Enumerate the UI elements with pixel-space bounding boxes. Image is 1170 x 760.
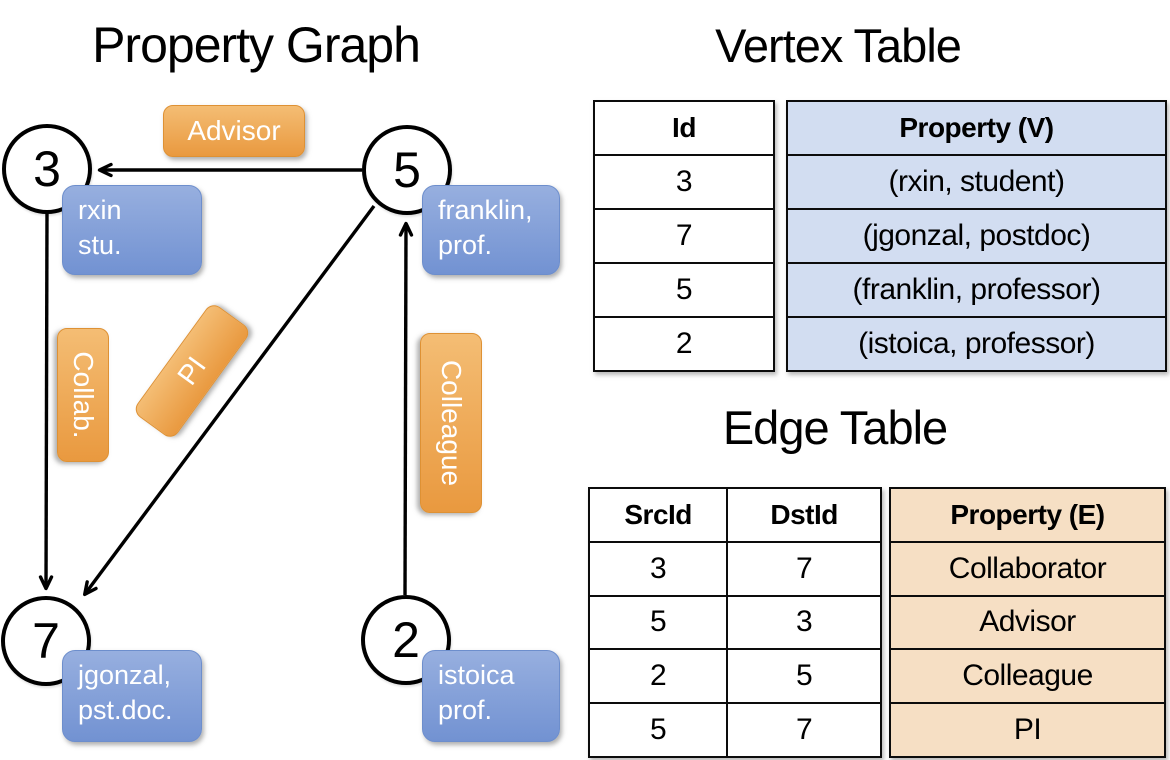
vertex-property-box-3: rxin stu. — [62, 185, 202, 275]
vertex-table-title: Vertex Table — [715, 19, 962, 72]
property-graph-title: Property Graph — [92, 17, 421, 73]
vertex-table-property-column: Property (V) (rxin, student) (jgonzal, p… — [786, 100, 1167, 372]
edge-table-property-column: Property (E) Collaborator Advisor Collea… — [889, 487, 1166, 758]
edge-line-colleague-2-to-5 — [398, 221, 414, 596]
edge-table-header-property: Property (E) — [950, 498, 1105, 530]
vertex-property-box-7: jgonzal, pst.doc. — [62, 650, 202, 742]
graph-edges-canvas — [38, 162, 414, 597]
vertex-property-line: prof. — [438, 230, 493, 260]
vertex-id: 7 — [32, 613, 60, 669]
table-row: 3 7 — [590, 540, 880, 595]
table-cell: 7 — [726, 704, 880, 756]
table-cell: (jgonzal, postdoc) — [788, 208, 1165, 262]
table-cell: Collaborator — [891, 540, 1164, 595]
vertex-property-line: jgonzal, — [78, 660, 172, 690]
table-row: 5 7 — [590, 702, 880, 756]
edge-label-collab: Collab. — [57, 328, 109, 462]
vertex-node-2: 2 — [361, 595, 451, 685]
vertex-property-box-2: istoica prof. — [422, 650, 560, 742]
edge-label-colleague: Colleague — [420, 333, 482, 513]
table-cell: (franklin, professor) — [788, 262, 1165, 316]
table-cell: 2 — [595, 316, 773, 370]
edge-line-pi-5-to-7 — [83, 204, 376, 597]
vertex-property-line: stu. — [78, 230, 122, 260]
vertex-id: 2 — [392, 612, 420, 668]
vertex-property-line: istoica — [438, 660, 515, 690]
edge-table-title: Edge Table — [722, 401, 948, 454]
table-row: 2 5 — [590, 648, 880, 703]
table-cell: 5 — [595, 262, 773, 316]
edge-line-collab-3-to-7 — [38, 210, 54, 591]
edge-table-src-dst-columns: SrcId DstId 3 7 5 3 2 5 5 7 — [588, 487, 882, 758]
vertex-property-box-5: franklin, prof. — [422, 185, 560, 275]
table-cell: 3 — [650, 551, 667, 585]
table-cell: 3 — [726, 596, 880, 649]
vertex-id: 3 — [33, 141, 61, 197]
table-row: 5 3 — [590, 594, 880, 649]
table-cell: Advisor — [891, 594, 1164, 649]
vertex-table-header-property: Property (V) — [899, 112, 1054, 143]
table-cell: PI — [891, 702, 1164, 756]
table-cell: 5 — [650, 605, 667, 639]
edge-table-header-srcid: SrcId — [624, 498, 692, 530]
vertex-node-5: 5 — [362, 125, 452, 215]
table-cell: Colleague — [891, 648, 1164, 702]
edge-table-header-dstid: DstId — [726, 489, 880, 541]
edge-label-advisor: Advisor — [163, 105, 305, 157]
table-cell: 5 — [650, 713, 667, 747]
table-cell: (rxin, student) — [788, 154, 1165, 208]
vertex-table-header-id: Id — [672, 112, 696, 143]
vertex-property-line: pst.doc. — [78, 695, 173, 725]
vertex-property-line: rxin — [78, 195, 122, 225]
table-cell: 7 — [726, 542, 880, 595]
table-cell: (istoica, professor) — [788, 316, 1165, 370]
table-row: SrcId DstId — [590, 489, 880, 541]
vertex-id: 5 — [393, 142, 421, 198]
vertex-table-id-column: Id 3 7 5 2 — [593, 100, 775, 372]
vertex-property-line: franklin, — [438, 195, 533, 225]
table-cell: 2 — [650, 659, 667, 693]
table-cell: 7 — [595, 208, 773, 262]
table-cell: 3 — [595, 154, 773, 208]
table-cell: 5 — [726, 650, 880, 703]
vertex-property-line: prof. — [438, 695, 493, 725]
